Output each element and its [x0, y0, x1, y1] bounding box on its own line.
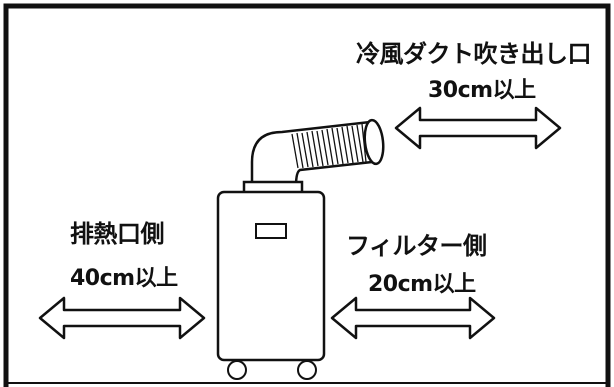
- duct-clearance-arrow: [394, 106, 562, 150]
- exhaust-side-label: 排熱口側: [70, 220, 165, 248]
- duct-outlet: [363, 118, 385, 166]
- filter-clearance-arrow: [330, 296, 496, 340]
- caster-right: [297, 360, 317, 380]
- control-panel: [255, 223, 287, 239]
- unit-body: [216, 190, 326, 362]
- filter-side-distance: 20cm以上: [368, 272, 476, 297]
- exhaust-side-distance: 40cm以上: [70, 266, 178, 291]
- caster-left: [227, 360, 247, 380]
- room-wall-outline: [3, 3, 611, 387]
- air-conditioner-unit: [216, 118, 385, 380]
- exhaust-clearance-arrow: [38, 296, 206, 340]
- cold-air-duct: [250, 118, 385, 188]
- duct-outlet-distance: 30cm以上: [428, 78, 536, 103]
- filter-side-label: フィルター側: [346, 232, 487, 260]
- duct-outlet-label: 冷風ダクト吹き出し口: [356, 40, 592, 68]
